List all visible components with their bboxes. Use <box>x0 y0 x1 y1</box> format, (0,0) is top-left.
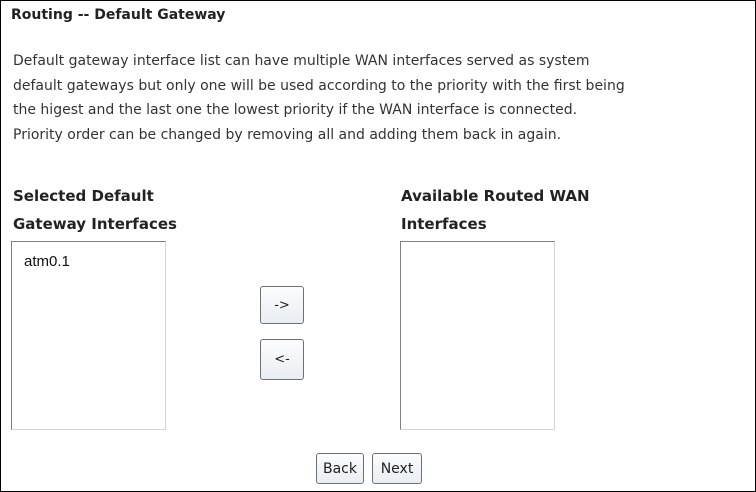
description-line: Priority order can be changed by removin… <box>13 126 562 143</box>
heading-line: Interfaces <box>401 215 487 233</box>
heading-line: Selected Default <box>13 187 154 205</box>
available-interfaces-heading: Available Routed WAN Interfaces <box>401 182 590 238</box>
selected-interfaces-listbox[interactable]: atm0.1 <box>11 241 166 430</box>
available-interfaces-listbox[interactable] <box>400 241 555 430</box>
heading-line: Available Routed WAN <box>401 187 590 205</box>
back-button[interactable]: Back <box>316 453 364 484</box>
remove-interface-button[interactable]: <- <box>260 339 304 380</box>
page-title: Routing -- Default Gateway <box>11 7 226 23</box>
description-text: Default gateway interface list can have … <box>13 49 756 147</box>
description-line: Default gateway interface list can have … <box>13 53 590 69</box>
next-button[interactable]: Next <box>372 453 422 484</box>
description-line: default gateways but only one will be us… <box>13 77 625 94</box>
selected-interfaces-heading: Selected Default Gateway Interfaces <box>13 182 177 238</box>
heading-line: Gateway Interfaces <box>13 215 177 233</box>
add-interface-button[interactable]: -> <box>260 286 304 324</box>
description-line: the higest and the last one the lowest p… <box>13 102 578 118</box>
list-item[interactable]: atm0.1 <box>24 253 70 270</box>
